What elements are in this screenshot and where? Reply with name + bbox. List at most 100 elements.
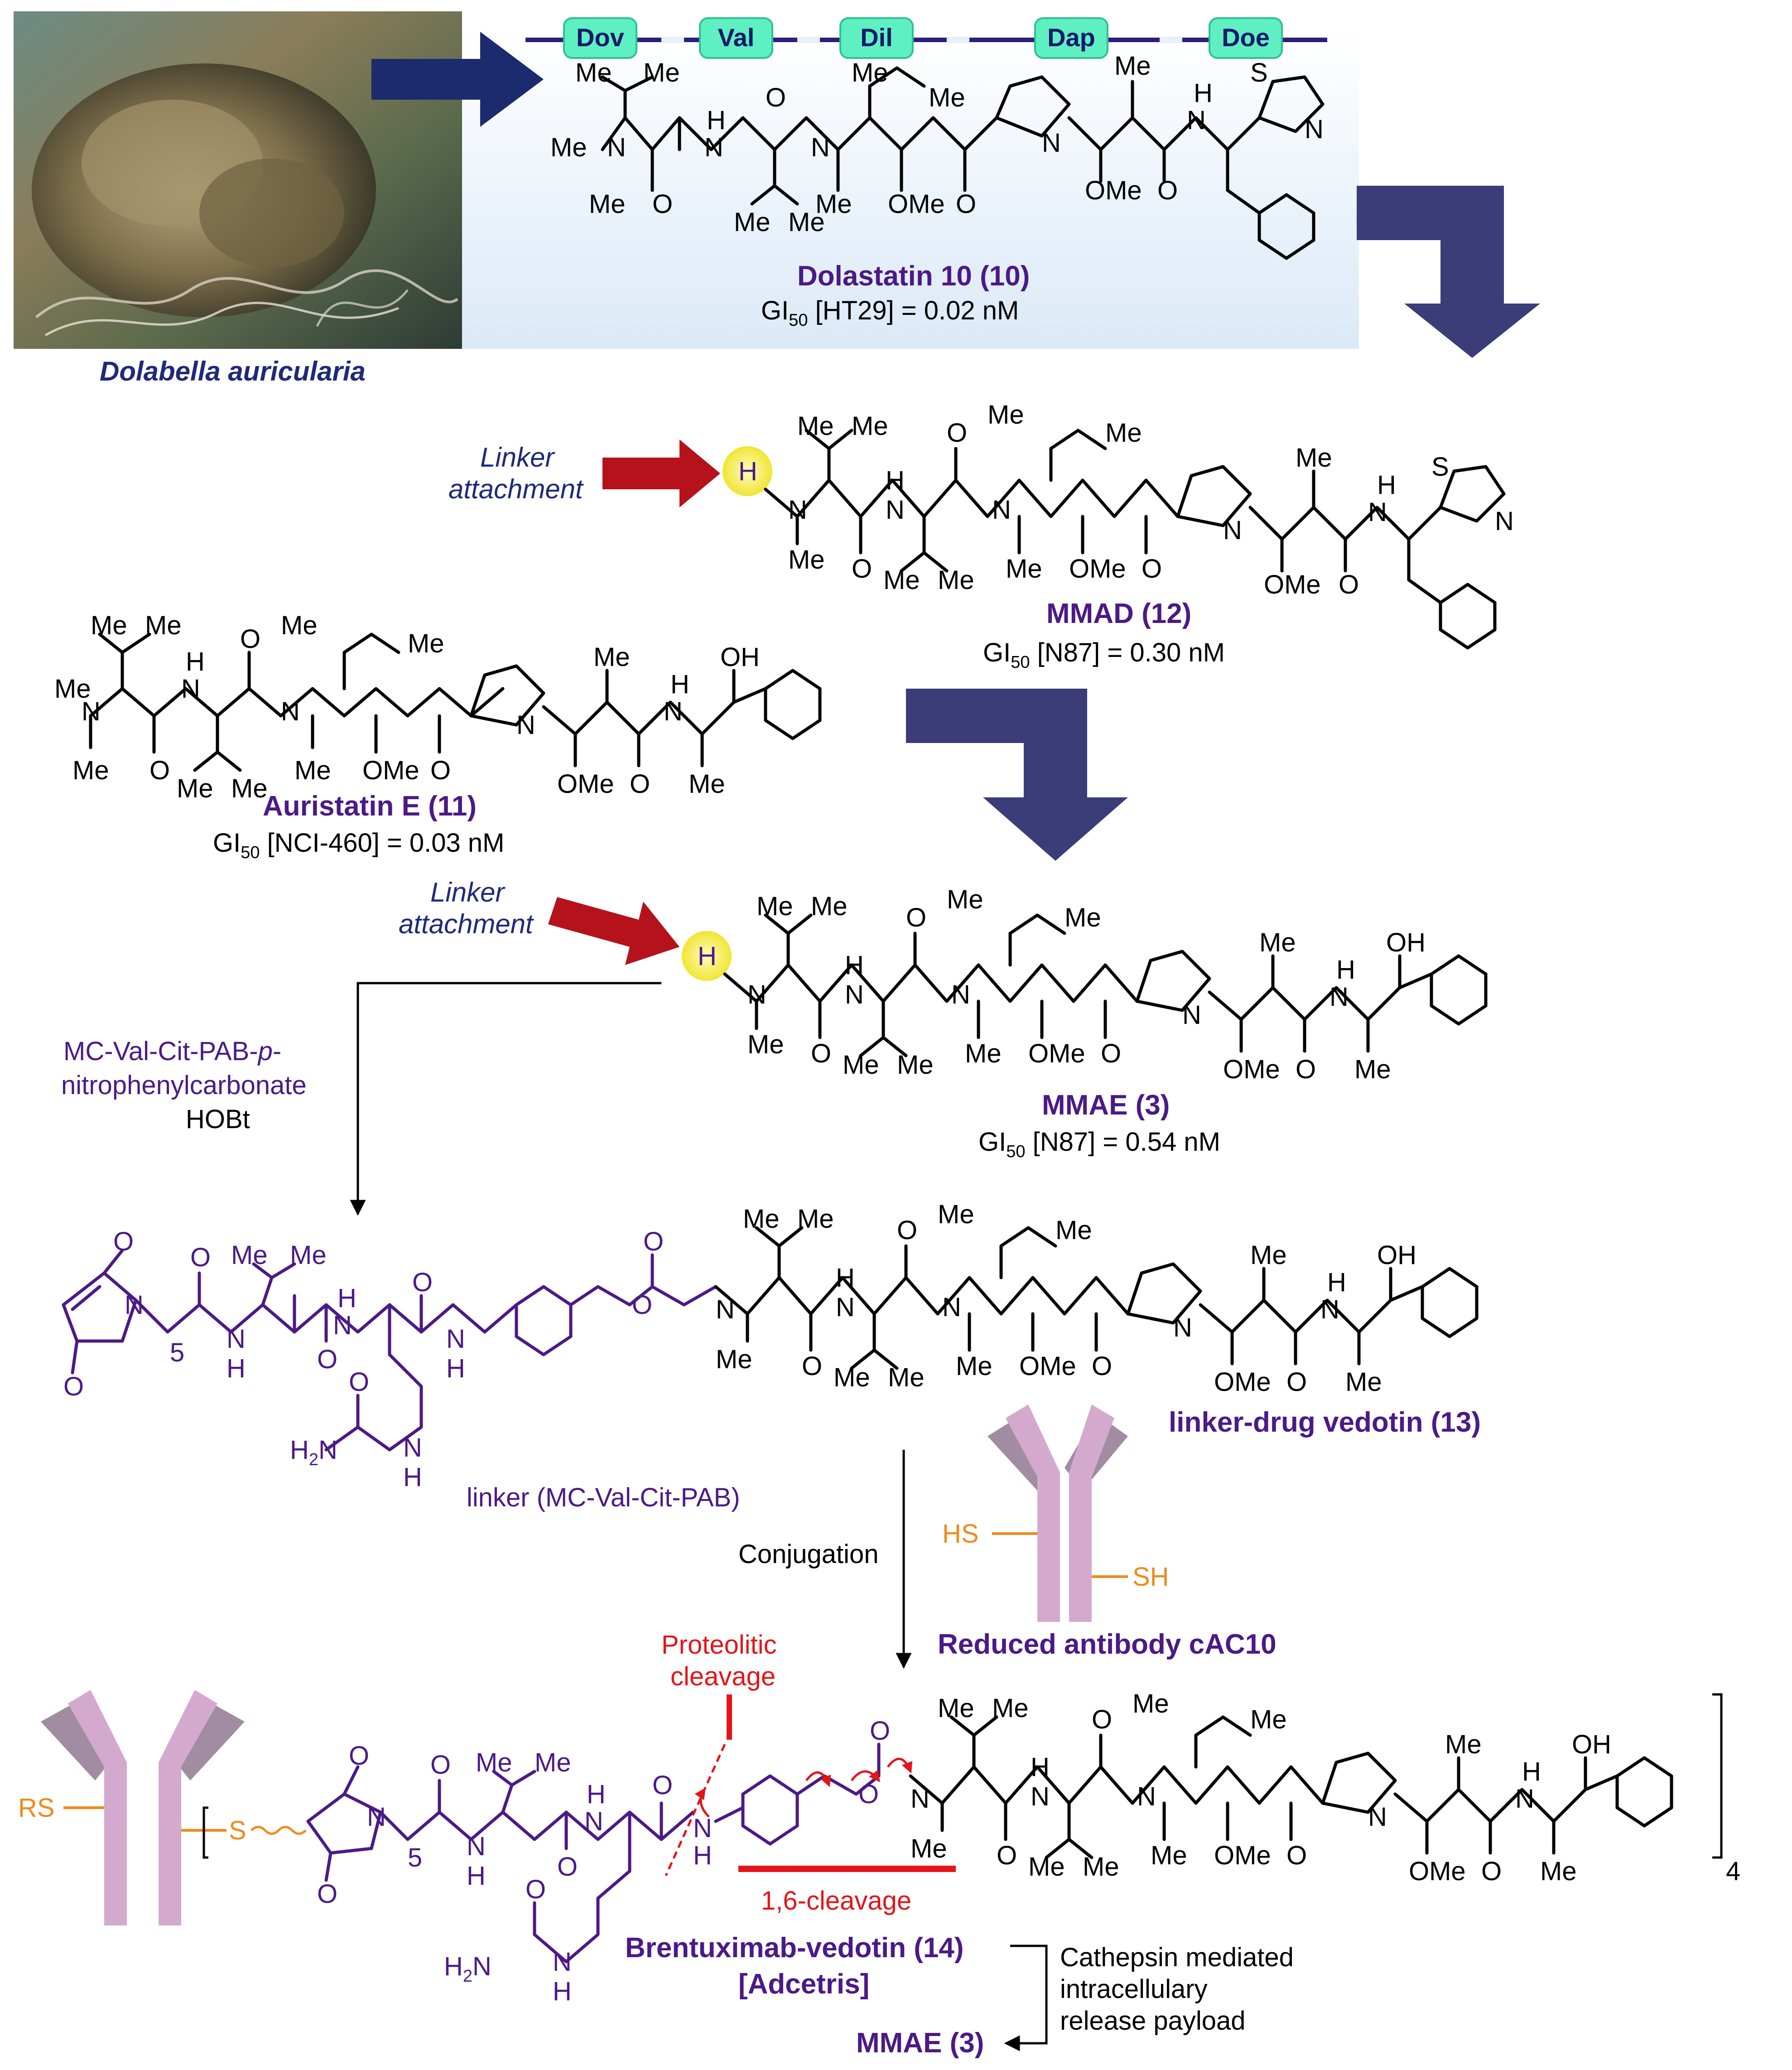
svg-text:O: O	[766, 83, 786, 112]
svg-text:N: N	[1368, 1802, 1387, 1832]
svg-text:N: N	[910, 1784, 930, 1814]
svg-text:Me: Me	[408, 629, 444, 658]
svg-text:N: N	[333, 1311, 352, 1340]
svg-text:Me: Me	[177, 774, 213, 803]
dolastatin-activity: GI50 [HT29] = 0.02 nM	[761, 296, 1019, 330]
conjugation-label: Conjugation	[738, 1539, 879, 1569]
svg-text:cleavage: cleavage	[670, 1662, 776, 1691]
svg-text:Me: Me	[550, 133, 587, 162]
svg-text:Me: Me	[1540, 1857, 1577, 1886]
svg-text:OMe: OMe	[1223, 1055, 1280, 1084]
dolastatin-panel	[458, 32, 1359, 349]
organism-label: Dolabella auricularia	[100, 356, 366, 386]
svg-text:O: O	[897, 1216, 917, 1245]
linker-label: linker (MC-Val-Cit-PAB)	[467, 1483, 740, 1512]
svg-text:H: H	[1327, 1268, 1346, 1297]
svg-text:Me: Me	[1296, 443, 1332, 473]
svg-text:Me: Me	[747, 1030, 784, 1059]
svg-text:Me: Me	[91, 611, 127, 640]
svg-text:Me: Me	[938, 1694, 974, 1723]
svg-text:N: N	[1320, 1295, 1339, 1324]
svg-text:O: O	[643, 1227, 664, 1256]
svg-text:OMe: OMe	[888, 189, 945, 219]
svg-text:Me: Me	[54, 674, 91, 704]
svg-text:O: O	[190, 1243, 211, 1272]
svg-text:Me: Me	[888, 1363, 925, 1392]
dolastatin-structure: Me N Me Me Me O H N O Me Me N Me Me Me O…	[550, 51, 1325, 260]
svg-text:O: O	[997, 1841, 1017, 1870]
svg-text:H: H	[1194, 78, 1213, 108]
svg-text:N: N	[1187, 106, 1206, 135]
svg-text:attachment: attachment	[448, 474, 584, 504]
svg-text:Dap: Dap	[1047, 23, 1095, 52]
svg-text:N: N	[446, 1324, 465, 1354]
svg-text:S: S	[1250, 58, 1268, 87]
svg-text:Me: Me	[956, 1351, 992, 1381]
svg-text:Me: Me	[1151, 1841, 1187, 1870]
svg-text:OMe: OMe	[1264, 570, 1321, 599]
arrow-dolastatin-to-mmad	[1357, 186, 1540, 358]
svg-text:O: O	[1092, 1351, 1112, 1381]
svg-text:O: O	[317, 1345, 337, 1374]
linker-attach-1: Linker attachment	[448, 439, 720, 507]
svg-text:O: O	[652, 189, 673, 219]
svg-text:O: O	[430, 1750, 451, 1780]
svg-text:Me: Me	[797, 411, 834, 441]
svg-text:N: N	[553, 1947, 572, 1977]
svg-text:H: H	[886, 466, 905, 495]
svg-text:Me: Me	[815, 189, 852, 219]
svg-text:O: O	[113, 1227, 134, 1256]
svg-text:H: H	[738, 457, 757, 486]
svg-text:Doe: Doe	[1222, 23, 1270, 52]
svg-text:nitrophenylcarbonate: nitrophenylcarbonate	[61, 1071, 307, 1100]
arrow-mmae-to-vedotin	[350, 982, 661, 1216]
svg-text:OMe: OMe	[1069, 554, 1126, 584]
svg-text:H2N: H2N	[444, 1952, 491, 1986]
svg-text:N: N	[1368, 497, 1387, 527]
svg-text:Cathepsin mediated: Cathepsin mediated	[1060, 1943, 1294, 1972]
svg-text:Me: Me	[1354, 1055, 1391, 1084]
svg-text:N: N	[125, 1290, 144, 1320]
svg-text:Me: Me	[1055, 1216, 1092, 1245]
svg-text:N: N	[281, 697, 300, 726]
mmae-activity: GI50 [N87] = 0.54 nM	[978, 1127, 1220, 1161]
svg-text:N: N	[181, 674, 200, 704]
svg-text:O: O	[412, 1268, 433, 1297]
svg-text:O: O	[811, 1039, 831, 1068]
fragment-dov: Dov	[563, 17, 637, 59]
svg-text:N: N	[1031, 1782, 1050, 1811]
svg-text:N: N	[886, 495, 905, 525]
svg-text:Me: Me	[988, 400, 1024, 429]
svg-text:5: 5	[408, 1843, 422, 1872]
linker-attach-2: Linker attachment	[399, 877, 679, 965]
svg-text:OH: OH	[1386, 928, 1426, 957]
svg-text:Me: Me	[788, 207, 825, 237]
svg-text:O: O	[1296, 1055, 1316, 1084]
svg-text:H: H	[845, 951, 864, 980]
arrow-photo-to-dolastatin	[371, 32, 544, 127]
svg-text:O: O	[1339, 570, 1359, 599]
svg-text:Me: Me	[756, 892, 793, 921]
svg-text:H2N: H2N	[290, 1435, 337, 1469]
svg-text:O: O	[802, 1351, 822, 1381]
svg-text:Me: Me	[1250, 1240, 1287, 1270]
svg-text:Me: Me	[833, 1363, 870, 1392]
svg-text:N: N	[811, 133, 830, 162]
svg-text:O: O	[852, 554, 872, 584]
svg-text:O: O	[858, 1780, 879, 1809]
svg-text:O: O	[349, 1741, 369, 1771]
reduced-antibody: HS SH	[942, 1404, 1169, 1622]
svg-text:H: H	[1336, 955, 1355, 984]
mmad-h-highlight	[723, 446, 772, 496]
svg-text:H: H	[1031, 1752, 1050, 1782]
svg-text:Me: Me	[1345, 1367, 1382, 1397]
svg-text:Me: Me	[843, 1050, 879, 1080]
svg-text:Me: Me	[593, 642, 630, 672]
svg-text:Me: Me	[1065, 903, 1101, 932]
svg-text:N: N	[226, 1324, 246, 1354]
svg-text:Me: Me	[938, 565, 974, 595]
svg-text:Me: Me	[965, 1039, 1002, 1068]
mmae-release-name: MMAE (3)	[856, 2027, 984, 2059]
svg-text:HS: HS	[942, 1519, 979, 1549]
svg-text:release payload: release payload	[1060, 2006, 1246, 2036]
